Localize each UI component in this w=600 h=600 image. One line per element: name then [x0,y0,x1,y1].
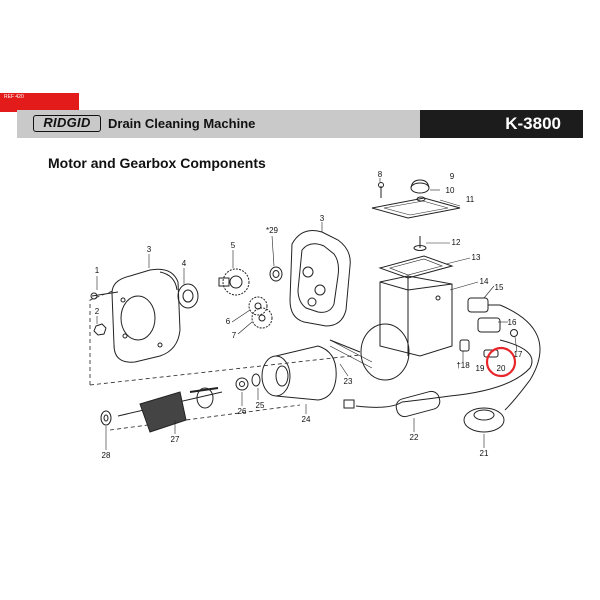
callout-23: 23 [344,377,353,386]
callout-leader-lines [96,178,518,450]
callout-25: 25 [256,401,265,410]
part-29-bearing [269,266,283,282]
page-title: Motor and Gearbox Components [48,155,266,171]
part-13-gasket [378,255,454,279]
part-23-motor-tube [329,323,410,381]
part-3-gear-housing [289,230,351,327]
model-number: K-3800 [505,114,561,133]
part-25-retaining-ring [251,373,261,387]
callout-5: 5 [231,241,236,250]
part-7-gear [251,307,273,329]
callout-22: 22 [410,433,419,442]
callout-13: 13 [472,253,481,262]
part-4-bearing [177,283,199,309]
callout-20: 20 [497,364,506,373]
callout-11: 11 [466,195,475,204]
callout-2: 2 [95,307,100,316]
part-12-bolt [413,236,427,251]
callout-12: 12 [452,238,461,247]
part-11-plate [371,197,461,219]
callout-10: 10 [446,186,455,195]
part-15-switch [467,297,500,313]
product-name: Drain Cleaning Machine [108,116,256,131]
callout-7: 7 [232,331,237,340]
callout-3-right: 3 [320,214,325,223]
part-27-armature [117,387,223,433]
dashed-assembly-frame [89,289,361,431]
callout-24: 24 [302,415,311,424]
part-17-nut [510,329,518,337]
part-24-stator [261,345,337,401]
brand-logo: RIDGID [33,115,101,132]
part-19-strain-relief [483,349,499,358]
callout-26: 26 [238,407,247,416]
part-28-fan [100,410,112,426]
callout-1: 1 [95,266,100,275]
callout-19: 19 [476,364,485,373]
part-9-knob [410,179,430,194]
part-16-switch-body [477,317,501,333]
part-14-motor-housing [379,275,453,357]
callout-3-left: 3 [147,245,152,254]
part-3-gear-cover [111,268,181,363]
callout-17: 17 [514,350,523,359]
highlight-circle-part-20 [485,346,517,378]
callout-15: 15 [495,283,504,292]
part-6-gear [248,296,268,316]
part-18-bushing [459,339,470,352]
part-26-bearing [235,377,249,391]
part-21-foot-switch [463,304,541,433]
callout-6: 6 [226,317,231,326]
callout-labels: 1 2 3 4 5 6 7 *29 3 8 9 10 11 12 13 14 1… [95,170,523,460]
part-1-screw [90,291,119,300]
part-22-power-cord [343,339,533,418]
callout-8: 8 [378,170,383,179]
header-model-band [420,110,583,138]
callout-16: 16 [508,318,517,327]
callout-29: *29 [266,226,279,235]
callout-21: 21 [480,449,489,458]
callout-14: 14 [480,277,489,286]
reference-tag: REF 420 [0,93,79,112]
callout-18: †18 [456,361,470,370]
callout-27: 27 [171,435,180,444]
callout-9: 9 [450,172,455,181]
part-2-nut [93,323,107,336]
callout-4: 4 [182,259,187,268]
callout-28: 28 [102,451,111,460]
part-8-screw [378,182,384,198]
part-5-gear [218,268,250,296]
